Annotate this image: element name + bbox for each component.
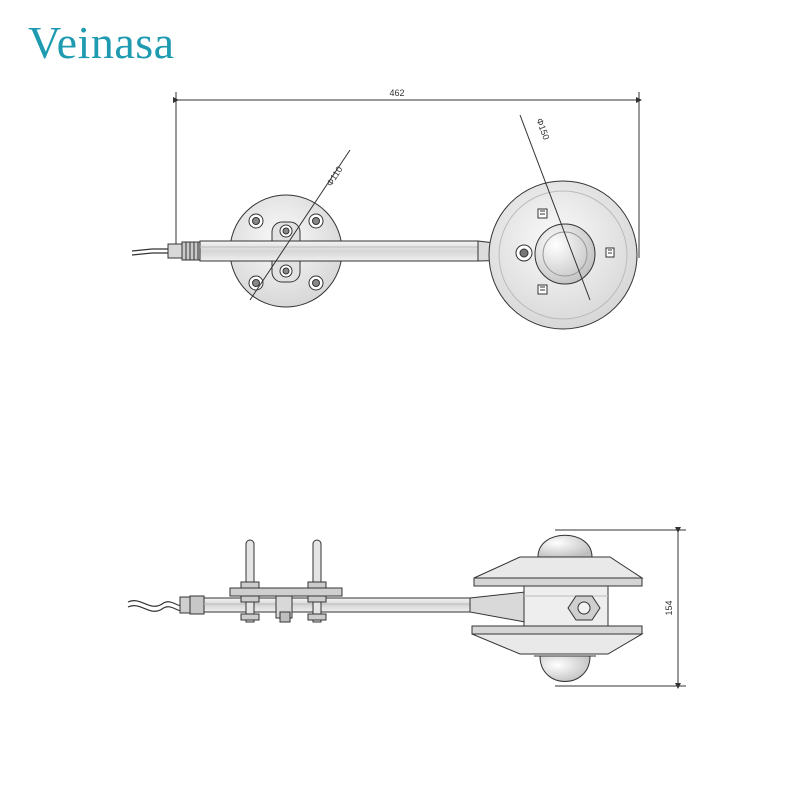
sensor-dome: [534, 223, 596, 285]
shield-diameter-label: Φ150: [534, 117, 551, 141]
top-dome: [537, 534, 593, 558]
base-bolts: [248, 213, 324, 291]
lower-shield: [471, 633, 644, 655]
stud-nuts: [240, 581, 327, 621]
base-diameter-label: Φ110: [324, 165, 344, 189]
brand-logo: Veinasa: [28, 17, 175, 68]
side-cable: [127, 600, 183, 607]
mounting-studs: [245, 539, 322, 623]
support-rod: [199, 240, 479, 262]
cable-gland: [167, 243, 183, 259]
bottom-dome: [539, 655, 591, 682]
top-view: [131, 92, 642, 330]
side-cable-gland: [179, 596, 191, 614]
overall-length-label: 462: [389, 88, 404, 98]
side-rod-joint: [469, 591, 526, 623]
side-base-plate: [229, 587, 343, 597]
height-label: 154: [664, 600, 674, 615]
cable-tail: [131, 248, 170, 252]
side-view: [127, 527, 686, 689]
shield-diameter-leader: [519, 114, 591, 301]
base-diameter-leader: [249, 149, 351, 301]
upper-shield: [473, 556, 644, 579]
